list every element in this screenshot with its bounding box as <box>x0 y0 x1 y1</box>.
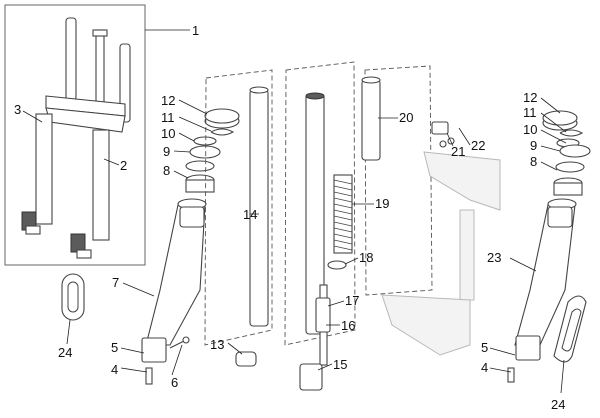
callout-18: 18 <box>359 250 373 265</box>
callout-24-right: 24 <box>551 397 565 412</box>
callout-10-right: 10 <box>523 122 537 137</box>
fork-guard-right <box>553 295 587 363</box>
callout-13: 13 <box>210 337 224 352</box>
callout-20: 20 <box>399 110 413 125</box>
callout-15: 15 <box>333 357 347 372</box>
callout-21: 21 <box>451 144 465 159</box>
callout-7: 7 <box>112 275 119 290</box>
leader-lines <box>22 29 567 394</box>
fork-guard-left <box>61 273 85 321</box>
damper-tube-group <box>204 69 273 367</box>
callout-24-left: 24 <box>58 345 72 360</box>
callout-4-right: 4 <box>481 360 488 375</box>
callout-22: 22 <box>471 138 485 153</box>
steering-stem-ghost <box>381 151 501 356</box>
callout-16: 16 <box>341 318 355 333</box>
callout-8-right: 8 <box>530 154 537 169</box>
callout-9-left: 9 <box>163 144 170 159</box>
callout-12-right: 12 <box>523 90 537 105</box>
callout-12-left: 12 <box>161 93 175 108</box>
callout-3: 3 <box>14 102 21 117</box>
callout-4-left: 4 <box>111 362 118 377</box>
callout-10-left: 10 <box>161 126 175 141</box>
callout-5-left: 5 <box>111 340 118 355</box>
callout-8-left: 8 <box>163 163 170 178</box>
callout-11-right: 11 <box>523 105 537 120</box>
callout-23: 23 <box>487 250 501 265</box>
callout-5-right: 5 <box>481 340 488 355</box>
callout-2: 2 <box>120 158 127 173</box>
callout-14: 14 <box>243 207 257 222</box>
callout-1: 1 <box>192 23 199 38</box>
callout-11-left: 11 <box>161 110 175 125</box>
callout-19: 19 <box>375 196 389 211</box>
callout-9-right: 9 <box>530 138 537 153</box>
left-fork-leg <box>141 108 240 385</box>
callout-17: 17 <box>345 293 359 308</box>
callout-labels: 1 2 3 4 5 6 7 8 9 10 11 12 13 14 15 16 1… <box>14 23 565 412</box>
cap-tube-group <box>361 65 455 296</box>
fork-assembly-inset <box>4 4 146 266</box>
callout-6: 6 <box>171 375 178 390</box>
right-fork-leg <box>507 110 591 383</box>
inner-tube-spring-group <box>284 61 356 391</box>
